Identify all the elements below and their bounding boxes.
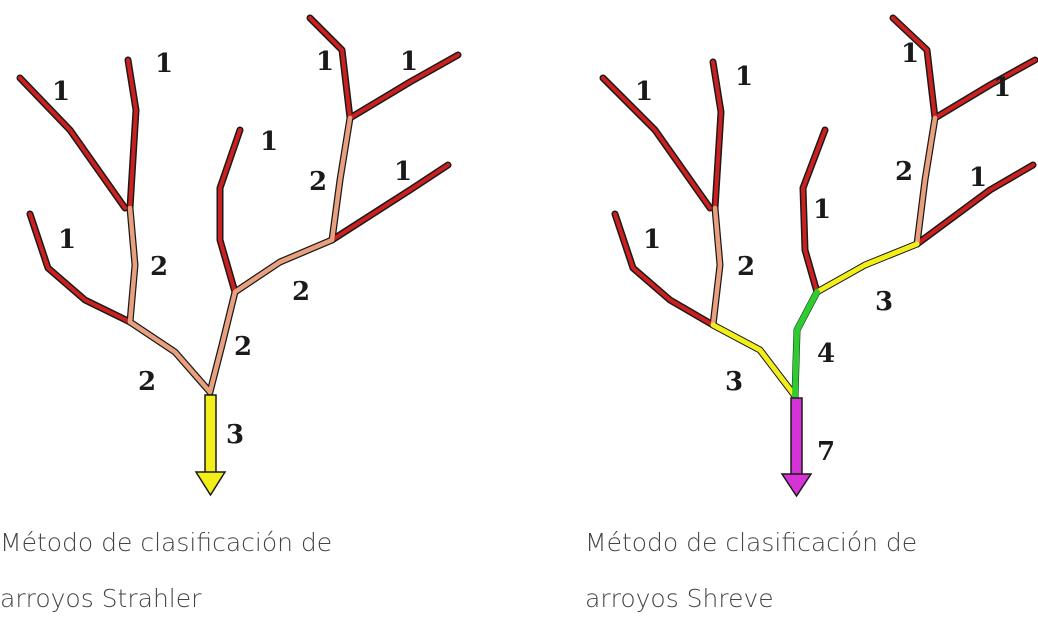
- shreve-magnitude3-segment: [710, 322, 798, 399]
- strahler-order1-segment: [330, 163, 450, 242]
- strahler-order2-segment: [207, 289, 238, 395]
- strahler-order2-segment: [127, 319, 213, 395]
- strahler-outlet-arrow: [194, 394, 227, 497]
- shreve-segment-outline: [611, 210, 717, 329]
- shreve-caption: Método de clasificación de arroyos Shrev…: [585, 515, 1038, 627]
- shreve-label: 1: [735, 62, 753, 92]
- shreve-caption-line2: arroyos Shreve: [585, 584, 774, 613]
- strahler-label: 1: [155, 49, 173, 79]
- strahler-label: 1: [260, 127, 278, 157]
- strahler-order1-segment: [28, 212, 132, 324]
- shreve-magnitude1-segment: [891, 16, 937, 120]
- strahler-order1-segment: [308, 16, 352, 120]
- shreve-magnitude1-segment: [915, 163, 1035, 246]
- strahler-label: 1: [52, 77, 70, 107]
- strahler-label: 2: [292, 277, 310, 307]
- shreve-magnitude4-segment: [792, 289, 820, 399]
- shreve-label: 1: [643, 225, 661, 255]
- shreve-label: 1: [993, 73, 1011, 103]
- shreve-label: 3: [875, 287, 893, 317]
- shreve-stream-diagram: 1 1 1 1 1 1 1 2 2 3 3 4 7: [599, 14, 1038, 498]
- strahler-order2-segment: [329, 115, 353, 243]
- strahler-order1-segment: [218, 128, 242, 294]
- shreve-label: 1: [969, 163, 987, 193]
- strahler-segment-outline: [26, 210, 134, 326]
- shreve-label: 1: [635, 77, 653, 107]
- strahler-label: 2: [150, 252, 168, 282]
- strahler-label: 1: [394, 157, 412, 187]
- strahler-stream-diagram: 1 1 1 1 1 1 1 2 2 2 2 2 3: [16, 14, 462, 497]
- shreve-label: 4: [817, 339, 835, 369]
- shreve-magnitude1-segment: [711, 60, 723, 210]
- shreve-label: 3: [725, 367, 743, 397]
- shreve-label: 1: [813, 195, 831, 225]
- strahler-caption: Método de clasificación de arroyos Strah…: [0, 515, 470, 627]
- shreve-label: 7: [817, 437, 835, 467]
- strahler-order2-segment: [232, 237, 335, 295]
- strahler-label: 2: [234, 332, 252, 362]
- shreve-figure: 1 1 1 1 1 1 1 2 2 3 3 4 7 Método de clas…: [585, 0, 1038, 622]
- strahler-order1-segment: [18, 76, 127, 210]
- strahler-label: 1: [316, 47, 334, 77]
- shreve-magnitude1-segment: [801, 128, 827, 294]
- strahler-label: 1: [58, 225, 76, 255]
- strahler-caption-line1: Método de clasificación de: [0, 528, 333, 557]
- shreve-magnitude2-segment: [914, 115, 938, 247]
- strahler-caption-line2: arroyos Strahler: [0, 584, 202, 613]
- strahler-order1-segment: [348, 53, 460, 120]
- strahler-label: 2: [309, 167, 327, 197]
- strahler-figure: 1 1 1 1 1 1 1 2 2 2 2 2 3 Método de clas…: [0, 0, 470, 622]
- strahler-order2-segment: [127, 205, 138, 325]
- shreve-label: 2: [895, 157, 913, 187]
- strahler-label: 2: [138, 367, 156, 397]
- strahler-label: 1: [400, 47, 418, 77]
- shreve-magnitude2-segment: [710, 205, 723, 328]
- shreve-caption-line1: Método de clasificación de: [585, 528, 918, 557]
- shreve-magnitude1-segment: [933, 58, 1037, 120]
- shreve-magnitude3-segment: [814, 241, 920, 295]
- shreve-magnitude1-segment: [601, 76, 712, 210]
- shreve-outlet-arrow: [780, 397, 813, 498]
- shreve-label: 2: [737, 252, 755, 282]
- strahler-label: 3: [226, 420, 244, 450]
- strahler-order1-segment: [126, 58, 138, 210]
- shreve-magnitude1-segment: [613, 212, 715, 327]
- shreve-label: 1: [901, 39, 919, 69]
